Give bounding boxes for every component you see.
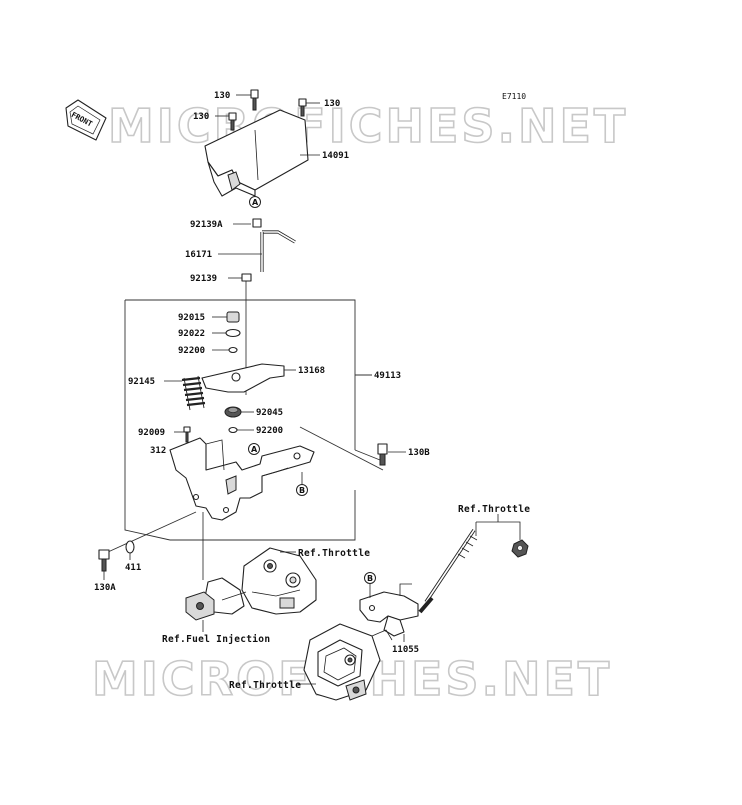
- washer-411: [125, 540, 135, 554]
- label-92200-mid: 92200: [256, 426, 283, 436]
- label-14091: 14091: [322, 151, 349, 161]
- ref-throttle-right: Ref.Throttle: [458, 504, 530, 515]
- throttle-body-mid: [241, 547, 317, 615]
- label-92009: 92009: [138, 428, 165, 438]
- bolt-130A: [98, 549, 110, 572]
- bolt-130B: [377, 443, 388, 466]
- svg-text:A: A: [251, 445, 258, 454]
- screw-92009: [183, 426, 191, 433]
- bracket: [169, 437, 315, 521]
- washer-92200-top: [228, 346, 238, 354]
- callout-a-top: [249, 196, 261, 208]
- bracket-11055: [359, 583, 419, 637]
- callout-a-mid: [248, 443, 260, 455]
- label-92045: 92045: [256, 408, 283, 418]
- clip-92139: [241, 273, 252, 282]
- sensor-connector: [185, 577, 247, 621]
- label-11055: 11055: [392, 645, 419, 655]
- label-92200-top: 92200: [178, 346, 205, 356]
- label-13168: 13168: [298, 366, 325, 376]
- label-92139A: 92139A: [190, 220, 223, 230]
- label-130-right: 130: [324, 99, 340, 109]
- watermark-top: MICROFICHES.NET: [108, 99, 628, 153]
- callout-b-mid: [296, 484, 308, 496]
- label-411: 411: [125, 563, 141, 573]
- label-130-top: 130: [214, 91, 230, 101]
- label-92022: 92022: [178, 329, 205, 339]
- cover-14091: [204, 89, 309, 197]
- threaded-rod: [418, 529, 478, 614]
- washer-92022: [225, 328, 241, 338]
- diagram-code: E7110: [502, 92, 526, 101]
- label-49113: 49113: [374, 371, 401, 381]
- callout-b-right: [364, 572, 376, 584]
- lever-13168: [201, 363, 285, 393]
- washer-92200-mid: [228, 426, 238, 434]
- svg-text:B: B: [367, 574, 373, 583]
- label-92145: 92145: [128, 377, 155, 387]
- ref-throttle-mid: Ref.Throttle: [298, 548, 370, 559]
- svg-text:A: A: [252, 198, 259, 207]
- nut-ref-throttle: [511, 539, 529, 558]
- label-130-left: 130: [193, 112, 209, 122]
- front-arrow-icon: FRONT: [65, 99, 107, 141]
- label-130B: 130B: [408, 448, 430, 458]
- svg-text:B: B: [299, 486, 305, 495]
- label-312: 312: [150, 446, 166, 456]
- nut-92015: [226, 311, 240, 323]
- label-92015: 92015: [178, 313, 205, 323]
- rod-16171: [262, 230, 296, 244]
- ref-fuel-injection: Ref.Fuel Injection: [162, 634, 270, 645]
- throttle-body-bottom: [303, 623, 393, 701]
- clip-92139A: [252, 218, 262, 228]
- spring-92145: [181, 375, 206, 411]
- ref-throttle-bottom: Ref.Throttle: [229, 680, 301, 691]
- label-92139: 92139: [190, 274, 217, 284]
- label-16171: 16171: [185, 250, 212, 260]
- label-130A: 130A: [94, 583, 116, 593]
